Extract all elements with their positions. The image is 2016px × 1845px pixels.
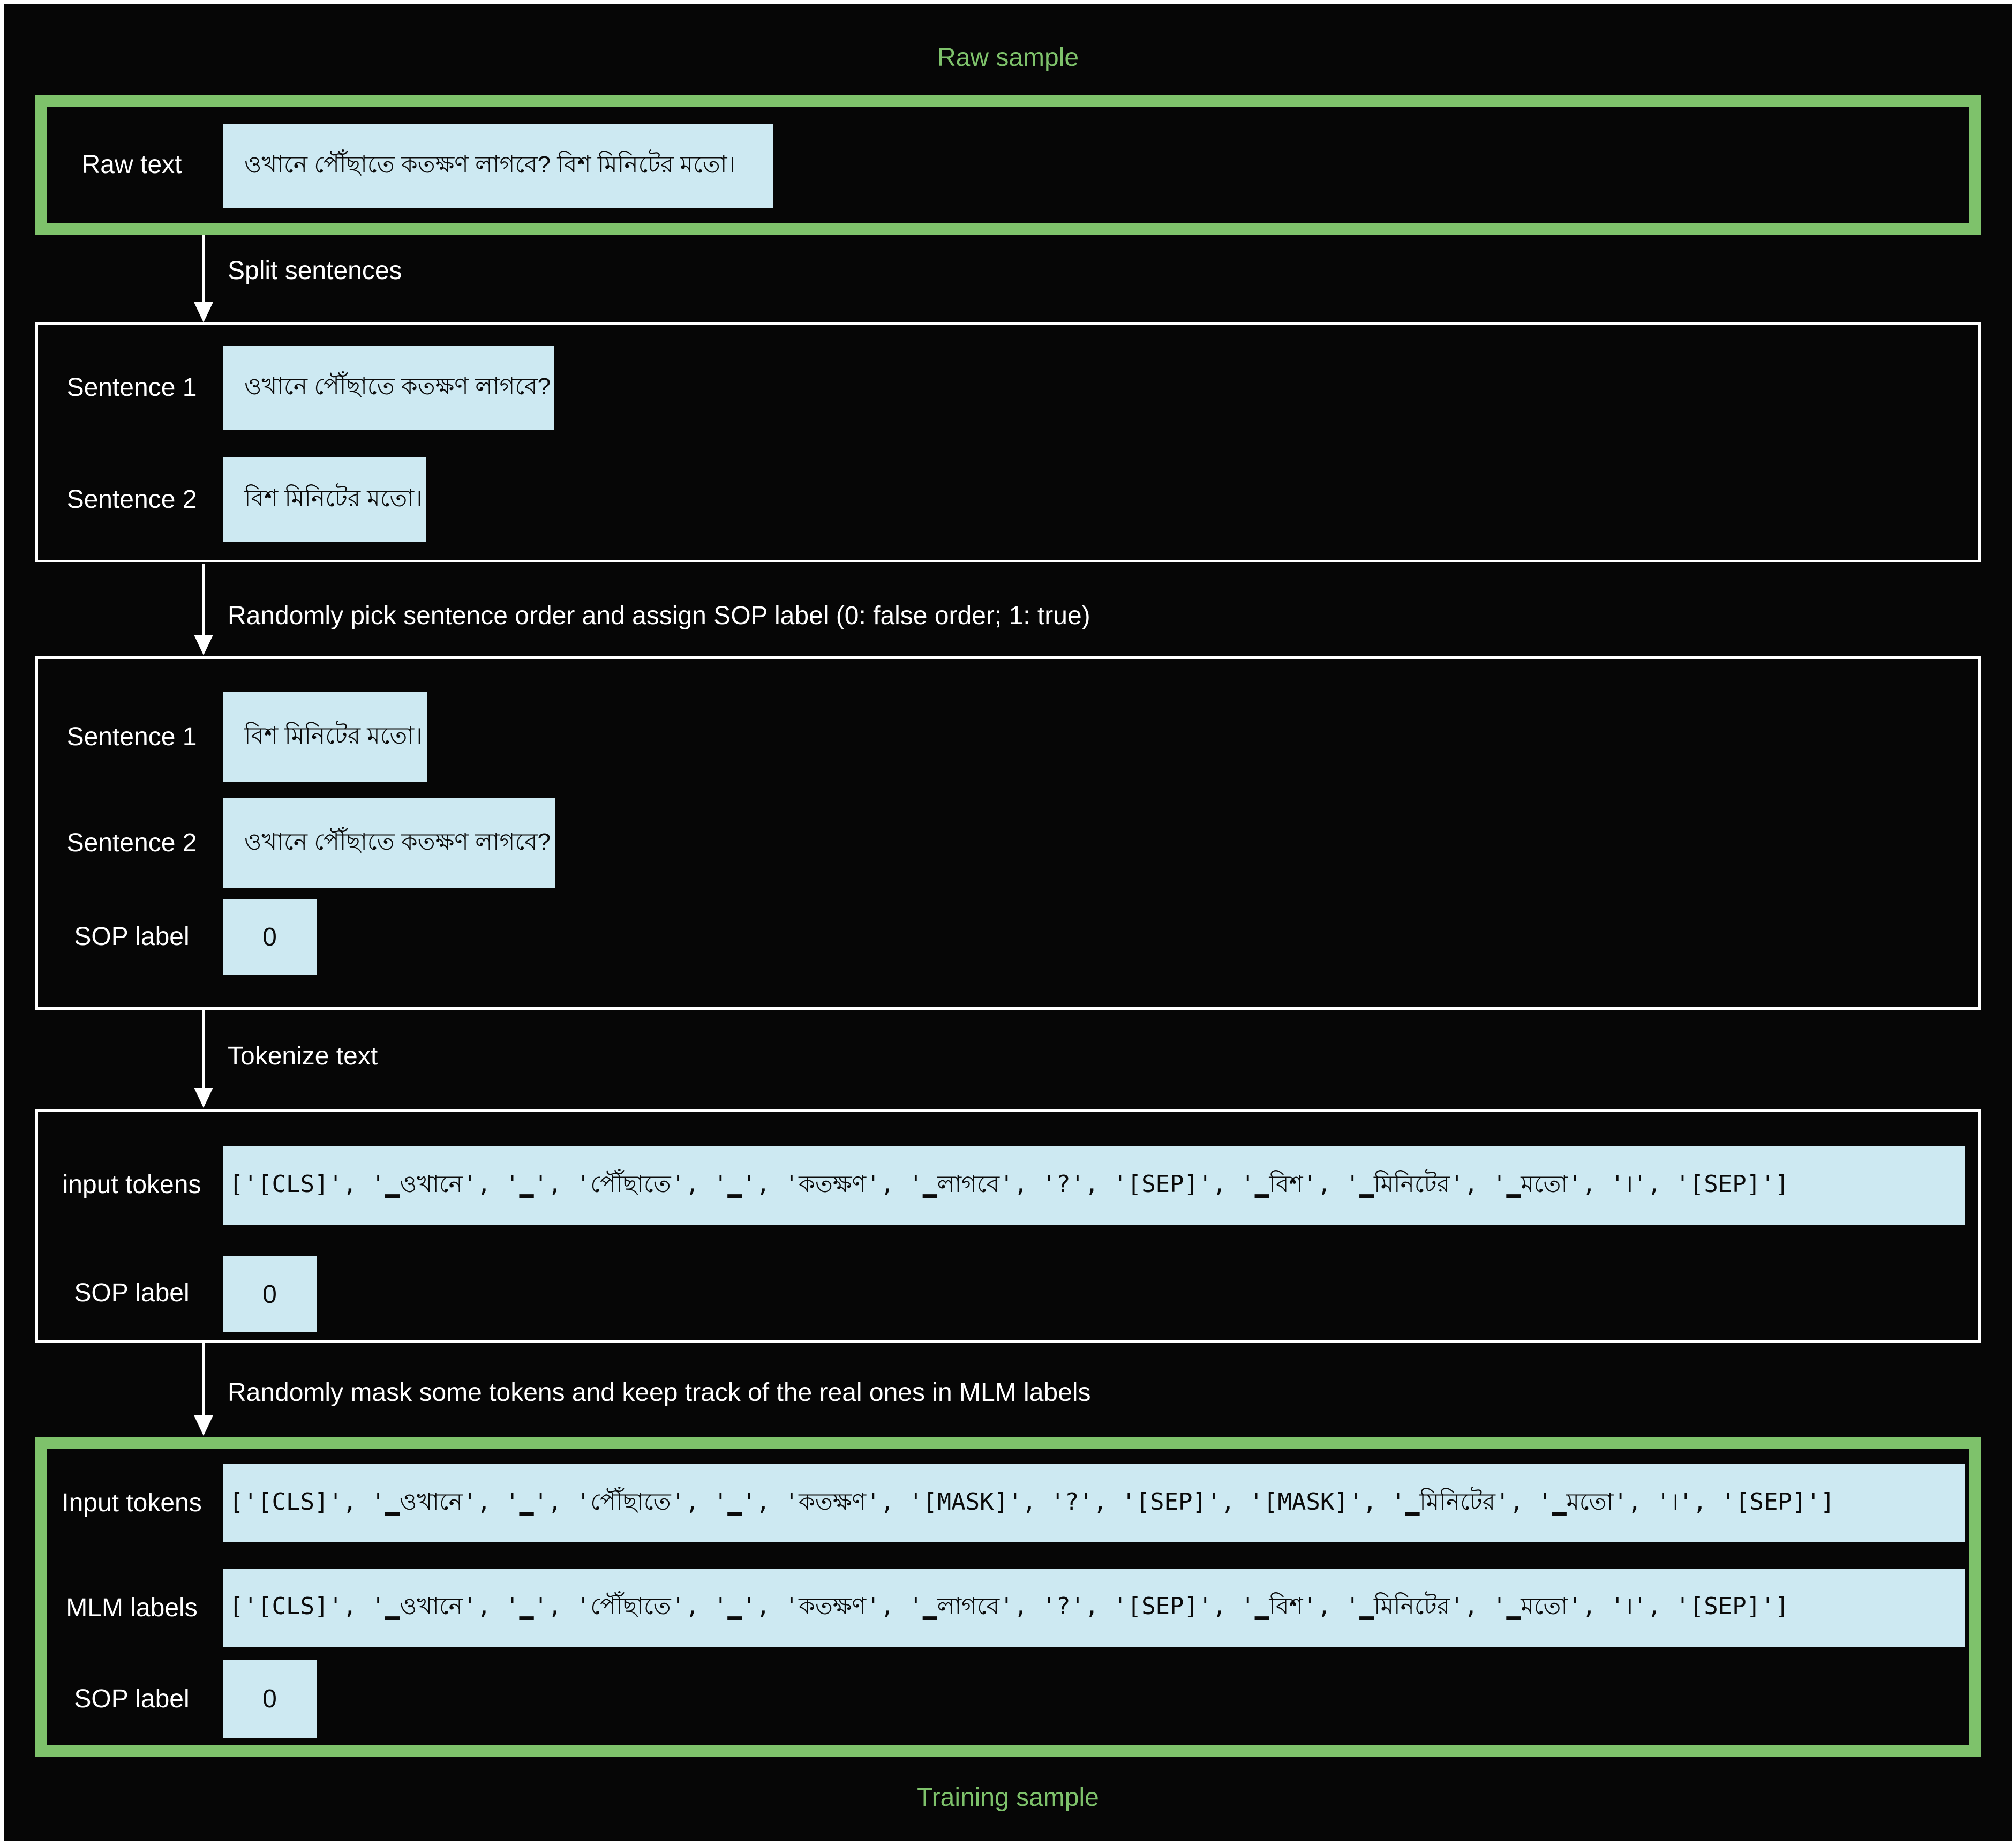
sentence1-value: ওখানে পৌঁছাতে কতক্ষণ লাগবে? <box>223 346 554 430</box>
mlm-labels-label: MLM labels <box>66 1594 198 1622</box>
flow-arrow-3-line <box>202 1010 205 1089</box>
flow-arrow-2-head-icon <box>194 635 213 655</box>
input-tokens-label: input tokens <box>62 1171 201 1199</box>
sentence1-label: Sentence 1 <box>66 373 197 402</box>
sop-label-3: SOP label <box>74 1685 190 1713</box>
masked-input-tokens-label: Input tokens <box>62 1489 202 1517</box>
masked-input-tokens-value: ['[CLS]', '▁ওখানে', '▁', 'পৌঁছাতে', '▁',… <box>223 1464 1965 1542</box>
mlm-labels-value: ['[CLS]', '▁ওখানে', '▁', 'পৌঁছাতে', '▁',… <box>223 1569 1965 1647</box>
flow-step-4-label: Randomly mask some tokens and keep track… <box>228 1378 1091 1407</box>
ordered-sentence2-label: Sentence 2 <box>66 829 197 857</box>
ordered-sentence1-value: বিশ মিনিটের মতো। <box>223 692 427 782</box>
flow-arrow-1-line <box>202 235 205 303</box>
raw-sample-title: Raw sample <box>937 43 1079 72</box>
sop-label-1: SOP label <box>74 922 190 951</box>
ordered-sentence2-value: ওখানে পৌঁছাতে কতক্ষণ লাগবে? <box>223 798 555 888</box>
training-sample-title: Training sample <box>917 1783 1099 1812</box>
sop-label-2: SOP label <box>74 1279 190 1307</box>
flow-arrow-1-head-icon <box>194 302 213 322</box>
sop-value-2: 0 <box>223 1256 317 1332</box>
sop-value-3: 0 <box>223 1660 317 1738</box>
sentence2-value: বিশ মিনিটের মতো। <box>223 458 426 542</box>
ordered-sentence1-label: Sentence 1 <box>66 723 197 751</box>
sentence2-label: Sentence 2 <box>66 485 197 514</box>
raw-text-label: Raw text <box>81 151 182 179</box>
flow-arrow-3-head-icon <box>194 1088 213 1108</box>
flow-step-3-label: Tokenize text <box>228 1042 378 1070</box>
flow-arrow-2-line <box>202 564 205 636</box>
raw-text-value: ওখানে পৌঁছাতে কতক্ষণ লাগবে? বিশ মিনিটের … <box>223 124 773 208</box>
tokenized-box <box>35 1109 1981 1343</box>
sop-value-1: 0 <box>223 899 317 975</box>
flow-step-1-label: Split sentences <box>228 257 402 285</box>
flow-arrow-4-line <box>202 1343 205 1416</box>
flow-step-2-label: Randomly pick sentence order and assign … <box>228 602 1090 630</box>
input-tokens-value: ['[CLS]', '▁ওখানে', '▁', 'পৌঁছাতে', '▁',… <box>223 1146 1965 1225</box>
flow-arrow-4-head-icon <box>194 1415 213 1436</box>
